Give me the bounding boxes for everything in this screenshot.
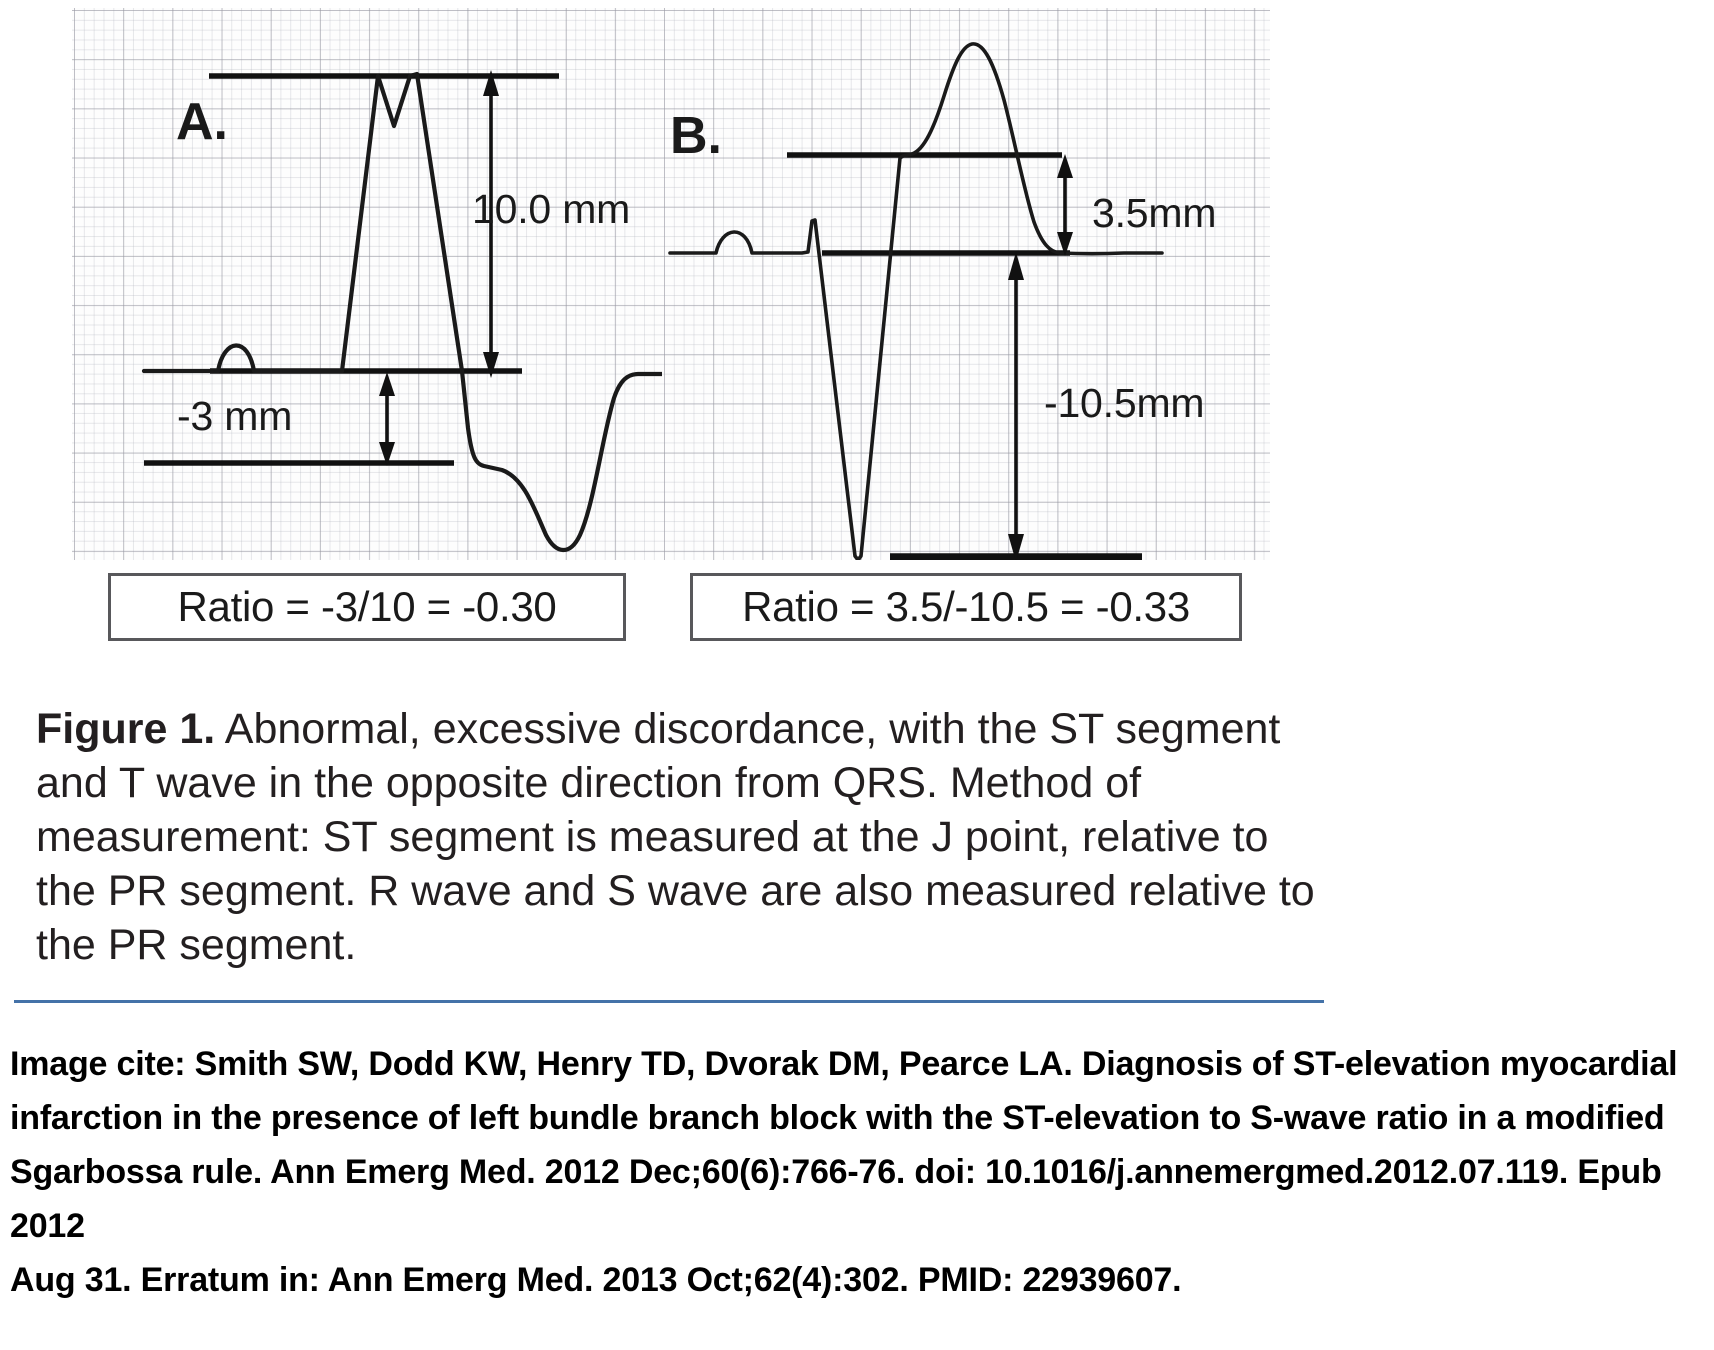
panel-letter-a: A. — [176, 93, 228, 151]
st-deviation-arrow-a — [379, 372, 395, 466]
citation-line-3: Sgarbossa rule. Ann Emerg Med. 2012 Dec;… — [10, 1153, 1662, 1245]
ecg-panel-b: B. 3.5mm -10.5mm — [662, 8, 1270, 560]
st-elevation-arrow-b — [1057, 154, 1073, 256]
ratio-box-b: Ratio = 3.5/-10.5 = -0.33 — [690, 573, 1242, 641]
ecg-graph-paper-b — [662, 8, 1270, 560]
ecg-trace-a — [141, 71, 662, 553]
ecg-figure: A. 10.0 mm -3 mm — [72, 8, 1270, 641]
qrs-amplitude-label-a: 10.0 mm — [472, 186, 631, 232]
s-amplitude-arrow-b — [1008, 252, 1024, 560]
qrs-amplitude-arrow-a — [483, 70, 499, 378]
citation-line-4: Aug 31. Erratum in: Ann Emerg Med. 2013 … — [10, 1261, 1182, 1299]
figure-caption-text: Abnormal, excessive discordance, with th… — [36, 705, 1315, 969]
ecg-panel-a: A. 10.0 mm -3 mm — [72, 8, 662, 560]
figure-caption: Figure 1. Abnormal, excessive discordanc… — [36, 702, 1316, 972]
ecg-waveform-a — [141, 70, 662, 553]
ecg-graph-paper-a — [72, 8, 662, 560]
panel-letter-b: B. — [670, 107, 722, 165]
ecg-waveform-b — [668, 42, 1164, 560]
citation-line-2: infarction in the presence of left bundl… — [10, 1099, 1665, 1137]
st-elevation-label-b: 3.5mm — [1092, 190, 1217, 236]
ecg-trace-b — [668, 42, 1164, 560]
s-amplitude-label-b: -10.5mm — [1044, 380, 1205, 426]
st-deviation-label-a: -3 mm — [177, 393, 293, 439]
ratio-box-a: Ratio = -3/10 = -0.30 — [108, 573, 626, 641]
citation-line-1: Image cite: Smith SW, Dodd KW, Henry TD,… — [10, 1045, 1678, 1083]
image-citation: Image cite: Smith SW, Dodd KW, Henry TD,… — [10, 1037, 1710, 1307]
figure-caption-label: Figure 1. — [36, 705, 216, 753]
horizontal-divider — [14, 1000, 1324, 1003]
